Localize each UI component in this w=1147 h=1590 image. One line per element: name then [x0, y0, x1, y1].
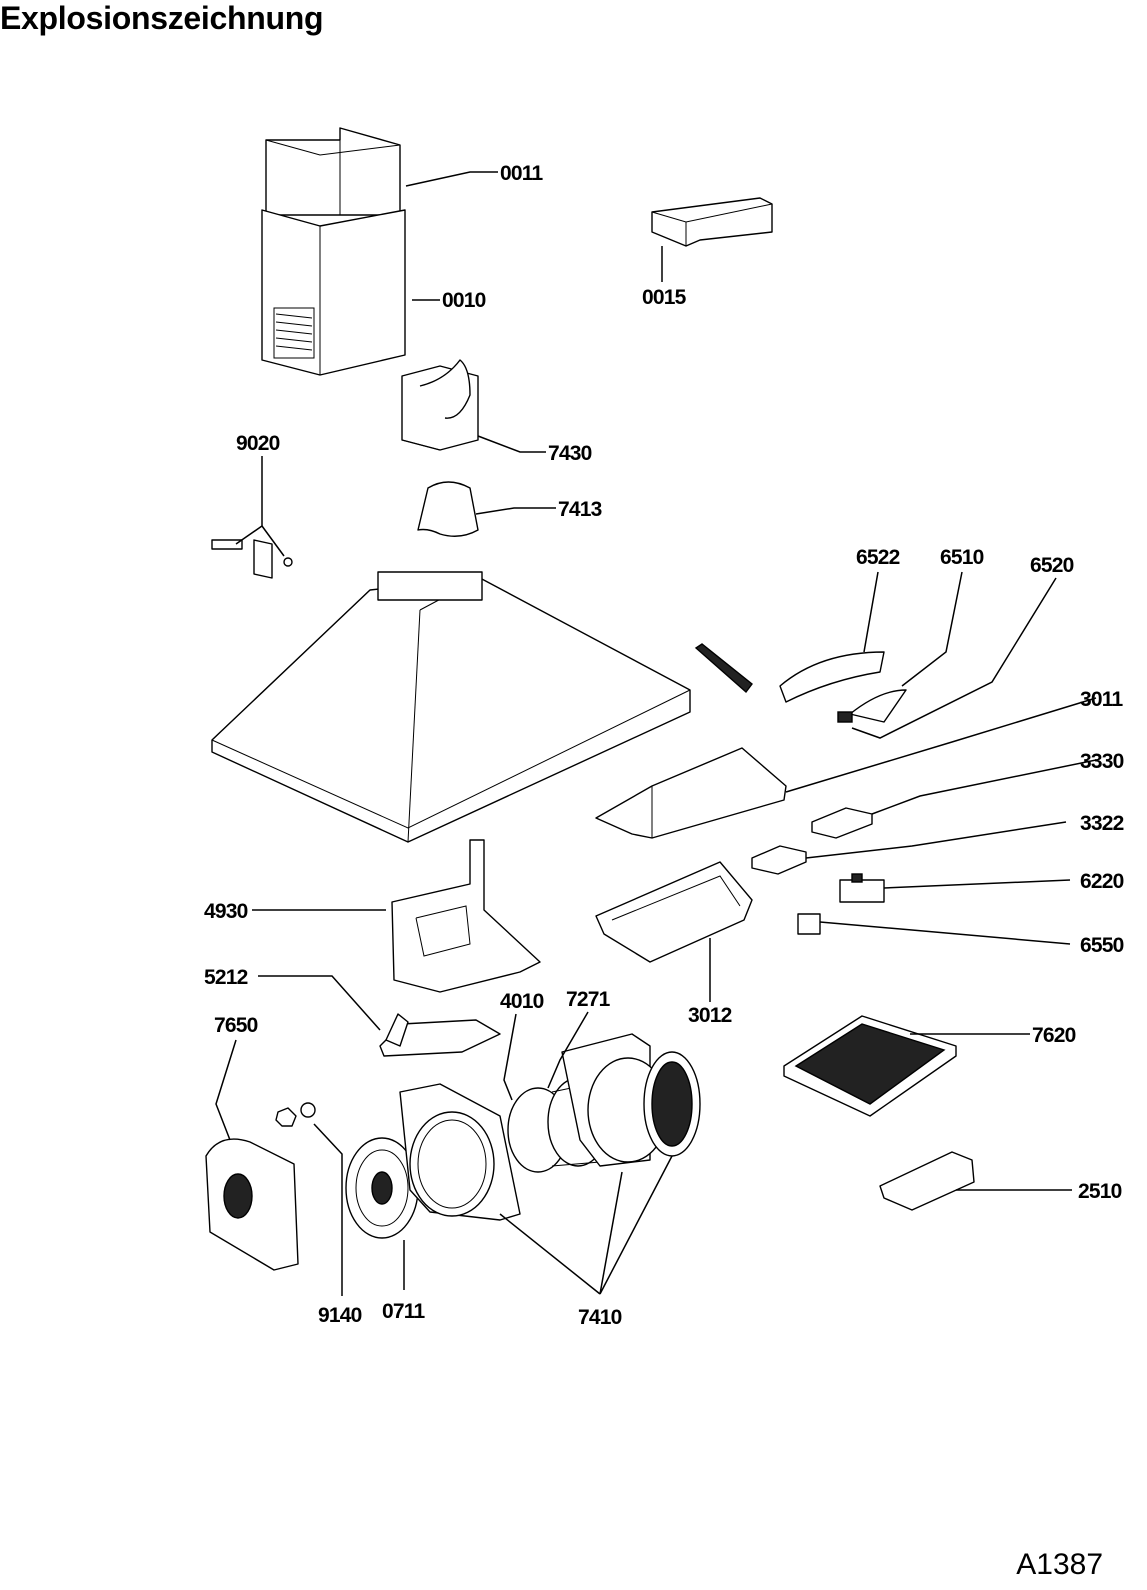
page-title: Explosionszeichnung [0, 0, 324, 36]
label-2510: 2510 [1078, 1180, 1122, 1203]
label-7413: 7413 [558, 498, 602, 521]
label-3012: 3012 [688, 1004, 732, 1027]
label-6520: 6520 [1030, 554, 1074, 577]
light-diffuser [779, 651, 885, 703]
control-box-cover [595, 747, 787, 839]
control-box-base [595, 861, 753, 963]
label-3322: 3322 [1080, 812, 1124, 835]
switch-component [839, 873, 885, 903]
air-adapter [401, 359, 479, 451]
leader-lines [215, 171, 1097, 1296]
motor-support-frame [391, 839, 541, 993]
label-0010: 0010 [442, 289, 486, 312]
mounting-plate [379, 1013, 501, 1057]
fan-housing-rear [561, 1033, 701, 1167]
mounting-bracket [651, 197, 773, 247]
switch-panel-small [751, 845, 807, 875]
document-id: A1387 [1016, 1548, 1103, 1581]
label-3330: 3330 [1080, 750, 1124, 773]
label-7430: 7430 [548, 442, 592, 465]
label-7650: 7650 [214, 1014, 258, 1037]
label-9020: 9020 [236, 432, 280, 455]
chimney-lower-part [261, 209, 406, 376]
switch-panel-large [811, 807, 873, 839]
label-6550: 6550 [1080, 934, 1124, 957]
light-cover [879, 1151, 975, 1211]
label-0015: 0015 [642, 286, 687, 309]
label-5212: 5212 [204, 966, 248, 989]
grease-filter [783, 1015, 957, 1117]
lamp-holder-clip [694, 643, 753, 694]
fixing-kit [211, 539, 293, 579]
label-9140: 9140 [318, 1304, 362, 1327]
label-7620: 7620 [1032, 1024, 1076, 1047]
label-4010: 4010 [500, 990, 544, 1013]
light-bulb [837, 689, 907, 723]
label-6522: 6522 [856, 546, 900, 569]
fan-grill [345, 1137, 419, 1239]
label-7410: 7410 [578, 1306, 622, 1329]
hood-body [211, 571, 691, 843]
chimney-upper-part [265, 127, 401, 216]
nut-pair [275, 1102, 316, 1127]
label-0711: 0711 [382, 1300, 425, 1323]
label-4930: 4930 [204, 900, 248, 923]
label-7271: 7271 [566, 988, 611, 1011]
label-6510: 6510 [940, 546, 984, 569]
fan-housing-front [399, 1083, 521, 1221]
label-0011: 0011 [500, 162, 543, 185]
air-collar [417, 481, 479, 537]
label-6220: 6220 [1080, 870, 1124, 893]
label-3011: 3011 [1080, 688, 1123, 711]
capacitor [797, 913, 821, 935]
carbon-filter-housing [205, 1138, 299, 1271]
